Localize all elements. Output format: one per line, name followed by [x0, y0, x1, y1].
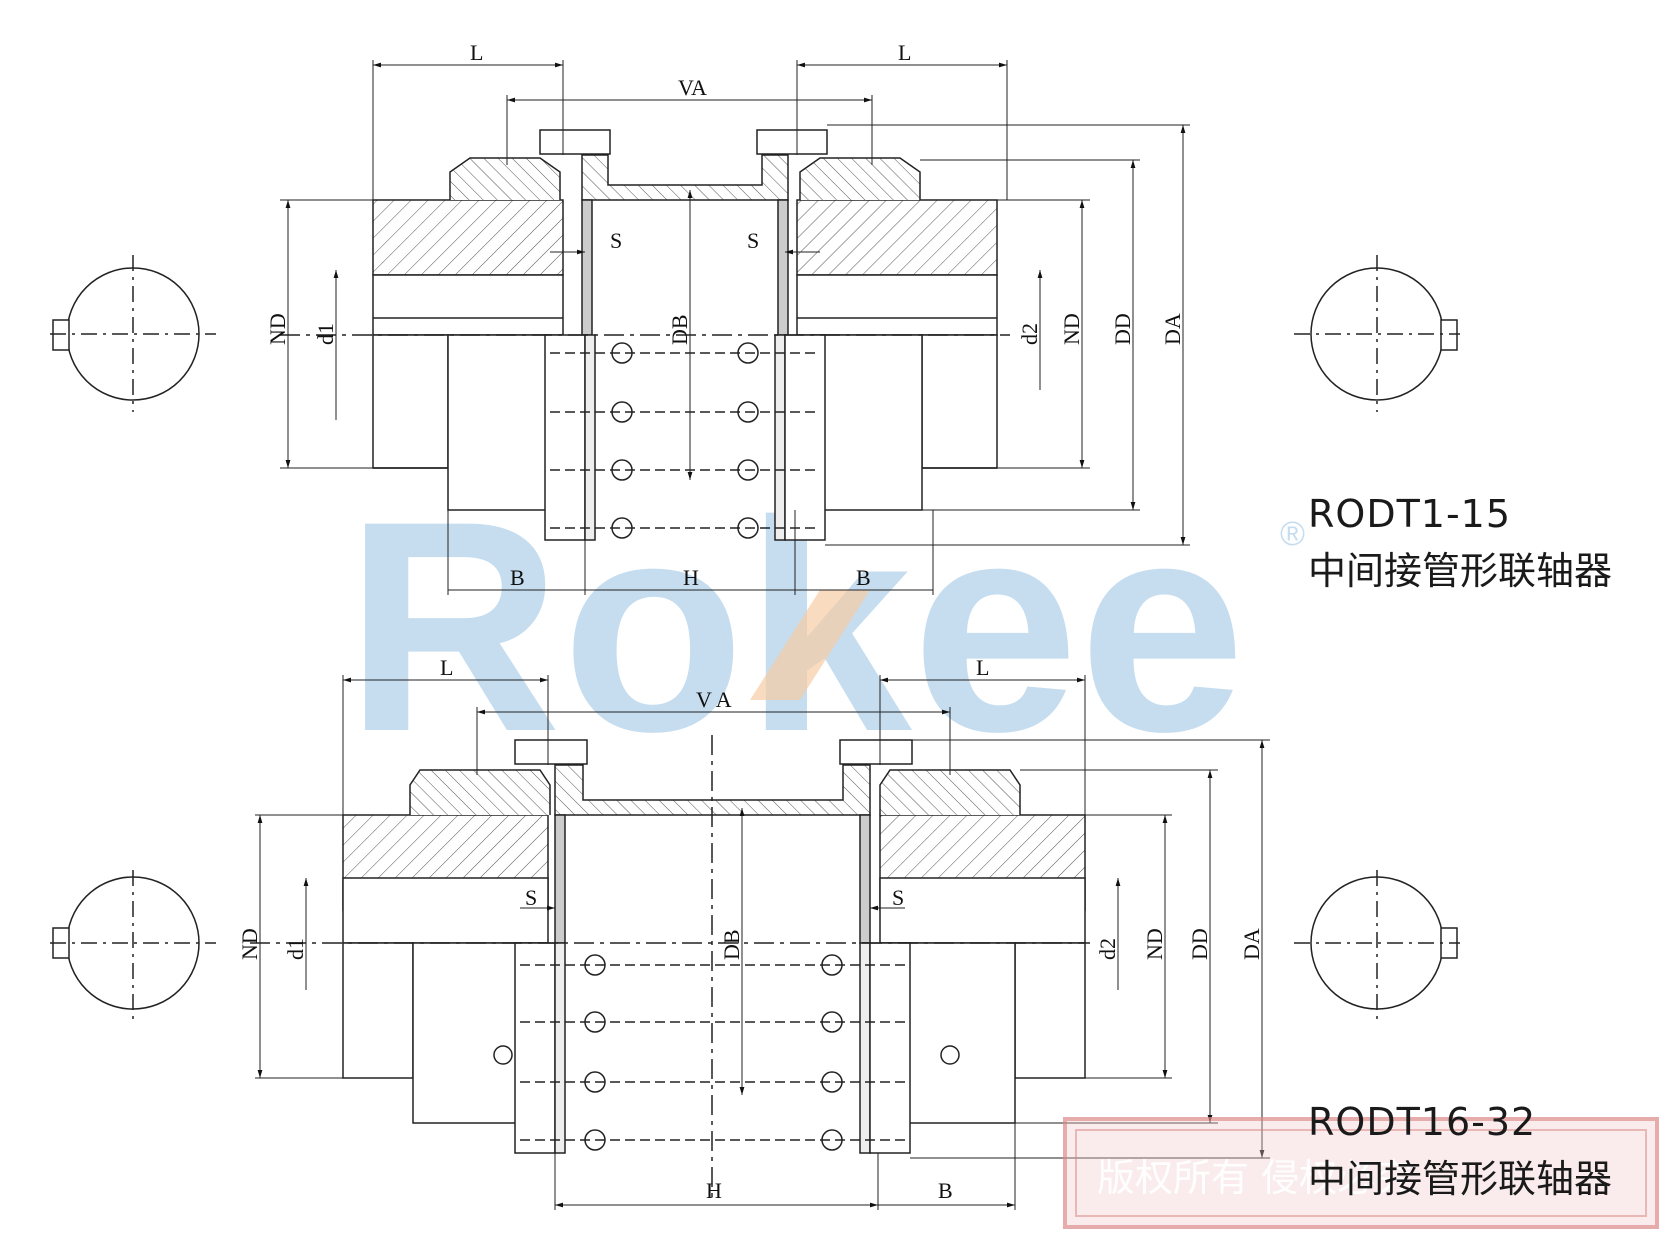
right-spacer-flange	[777, 199, 789, 336]
bottom-flange-bolts	[493, 954, 960, 1151]
top-dim-VA: VA	[678, 75, 707, 100]
bottom-model-label: RODT16-32	[1308, 1100, 1537, 1144]
bottom-dim-DA: DA	[1239, 928, 1264, 960]
bottom-top-left-bolt	[514, 739, 588, 765]
top-dim-DA: DA	[1160, 313, 1185, 345]
watermark-accent	[750, 590, 870, 700]
bottom-right-shaft-end-view	[1294, 870, 1460, 1020]
top-dim-H: H	[683, 565, 699, 590]
bottom-left-shaft-end-view	[50, 870, 216, 1020]
bottom-dim-d2: d2	[1095, 938, 1120, 960]
top-dimension-labels: L L VA S S ND d1 DB d2 ND DD DA B H B	[265, 40, 1185, 590]
bottom-coupling-diagram	[50, 675, 1460, 1210]
right-flange-view	[784, 334, 826, 541]
copyright-stamp: 版权所有 侵权必究	[1063, 1117, 1659, 1229]
bottom-dim-L-right: L	[976, 655, 989, 680]
top-product-name: 中间接管形联轴器	[1308, 549, 1613, 593]
right-shaft-end-view	[1294, 255, 1460, 412]
bottom-dim-B-right: B	[938, 1178, 953, 1203]
left-spacer-flange	[581, 199, 593, 336]
top-dim-B-right: B	[856, 565, 871, 590]
spacer-tube-section	[581, 154, 789, 201]
copyright-stamp-border	[1075, 1129, 1647, 1217]
top-model-label: RODT1-15	[1308, 492, 1512, 536]
left-flange-view	[544, 334, 586, 541]
top-dimension-lines	[280, 60, 1190, 595]
copyright-text: 版权所有 侵权必究	[1097, 1156, 1414, 1200]
watermark-registered-mark: ®	[1280, 515, 1305, 553]
bottom-spacer-tube-section	[554, 764, 871, 816]
bottom-product-name: 中间接管形联轴器	[1308, 1157, 1613, 1201]
bottom-dimension-lines	[255, 675, 1270, 1210]
top-dim-DB: DB	[667, 314, 692, 345]
right-hub-section	[796, 199, 998, 276]
bottom-left-sleeve	[409, 769, 551, 815]
bottom-right-sleeve	[879, 769, 1021, 815]
bottom-dim-ND-left: ND	[237, 928, 262, 960]
left-shaft-end-view	[50, 255, 216, 412]
top-flange-bolts	[550, 342, 820, 539]
top-dim-ND-left: ND	[265, 313, 290, 345]
top-coupling-diagram	[50, 60, 1460, 595]
bottom-top-right-bolt	[839, 739, 913, 765]
top-dim-S-left: S	[610, 228, 622, 253]
bottom-dim-L-left: L	[440, 655, 453, 680]
left-hub-section	[372, 199, 564, 276]
top-dim-d1: d1	[313, 323, 338, 345]
bottom-dim-H: H	[706, 1178, 722, 1203]
bottom-dim-S-right: S	[892, 885, 904, 910]
top-dim-L-right: L	[898, 40, 911, 65]
bottom-dim-VA: V A	[696, 687, 732, 712]
top-dim-S-right: S	[747, 228, 759, 253]
bottom-dimension-labels: L L V A S S ND d1 DB d2 ND DD DA H B	[237, 655, 1264, 1203]
bottom-dim-DD: DD	[1187, 928, 1212, 960]
top-right-bolt	[756, 129, 828, 155]
top-dim-L-left: L	[470, 40, 483, 65]
top-dim-d2: d2	[1017, 323, 1042, 345]
right-sleeve	[799, 157, 921, 200]
top-left-bolt	[539, 129, 611, 155]
top-dim-B-left: B	[510, 565, 525, 590]
bottom-dim-d1: d1	[283, 938, 308, 960]
top-dim-DD: DD	[1110, 313, 1135, 345]
bottom-dim-DB: DB	[719, 929, 744, 960]
left-sleeve	[449, 157, 561, 200]
bottom-dim-S-left: S	[525, 885, 537, 910]
top-dim-ND-right: ND	[1059, 313, 1084, 345]
bottom-dim-ND-right: ND	[1142, 928, 1167, 960]
